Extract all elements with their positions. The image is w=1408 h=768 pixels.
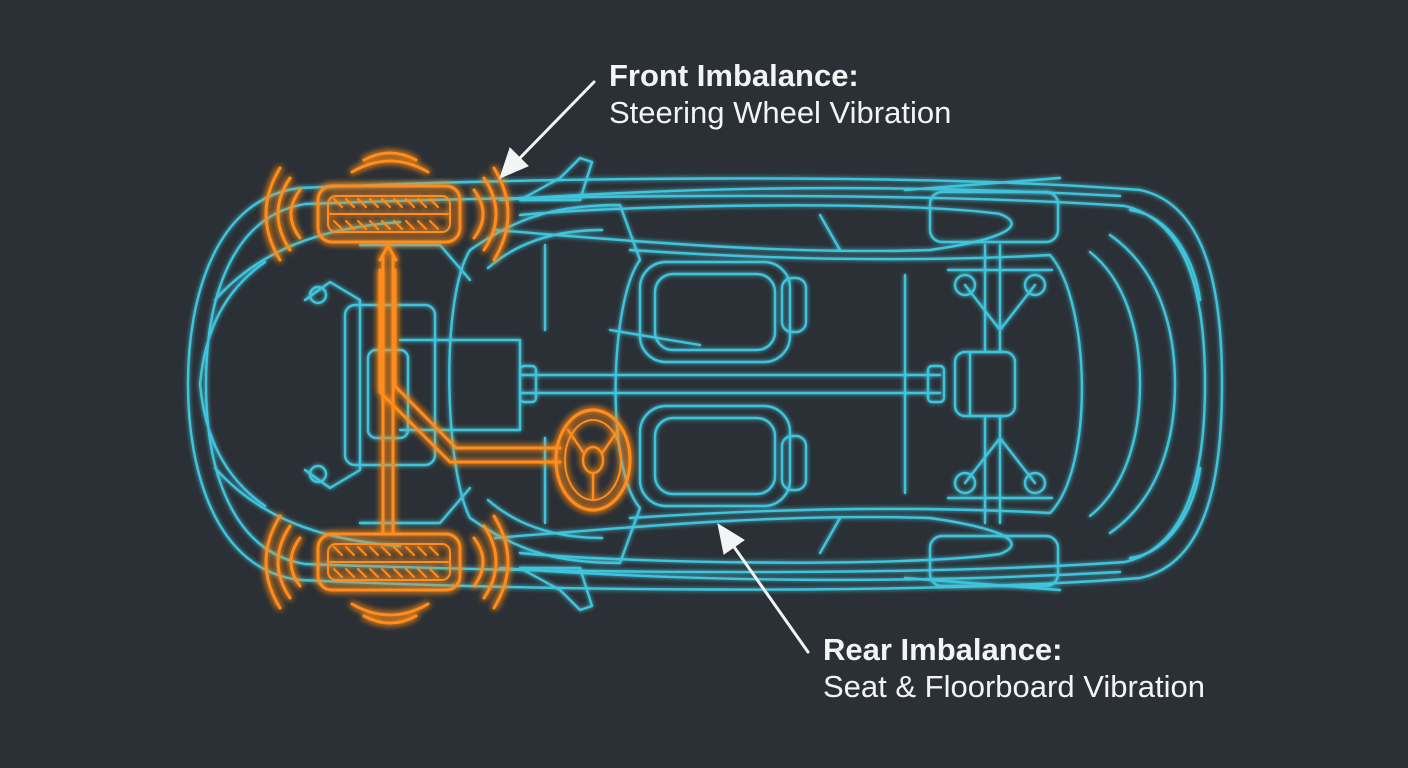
rear-imbalance-subtitle: Seat & Floorboard Vibration xyxy=(823,668,1205,704)
rear-pointer-arrow-icon xyxy=(717,522,810,654)
vibration-highlight xyxy=(264,151,632,625)
front-pointer-arrow-icon xyxy=(499,80,596,179)
front-tire-top xyxy=(316,184,462,244)
front-seats xyxy=(638,260,808,508)
vibration-waves-bottom xyxy=(264,514,510,625)
side-mirrors xyxy=(518,156,594,612)
rear-imbalance-callout: Rear Imbalance: Seat & Floorboard Vibrat… xyxy=(823,632,1205,705)
vibration-waves-top xyxy=(264,151,510,262)
rear-wheel-wells xyxy=(928,190,1060,588)
steering-linkage xyxy=(378,244,562,536)
front-imbalance-title: Front Imbalance: xyxy=(609,58,859,93)
steering-wheel-icon xyxy=(554,408,632,512)
front-tire-bottom xyxy=(316,532,462,592)
front-imbalance-subtitle: Steering Wheel Vibration xyxy=(609,94,952,130)
chassis-drivetrain xyxy=(303,243,1054,525)
car-body-outline xyxy=(186,176,1224,592)
front-imbalance-callout: Front Imbalance: Steering Wheel Vibratio… xyxy=(609,58,951,131)
rear-imbalance-title: Rear Imbalance: xyxy=(823,632,1063,667)
